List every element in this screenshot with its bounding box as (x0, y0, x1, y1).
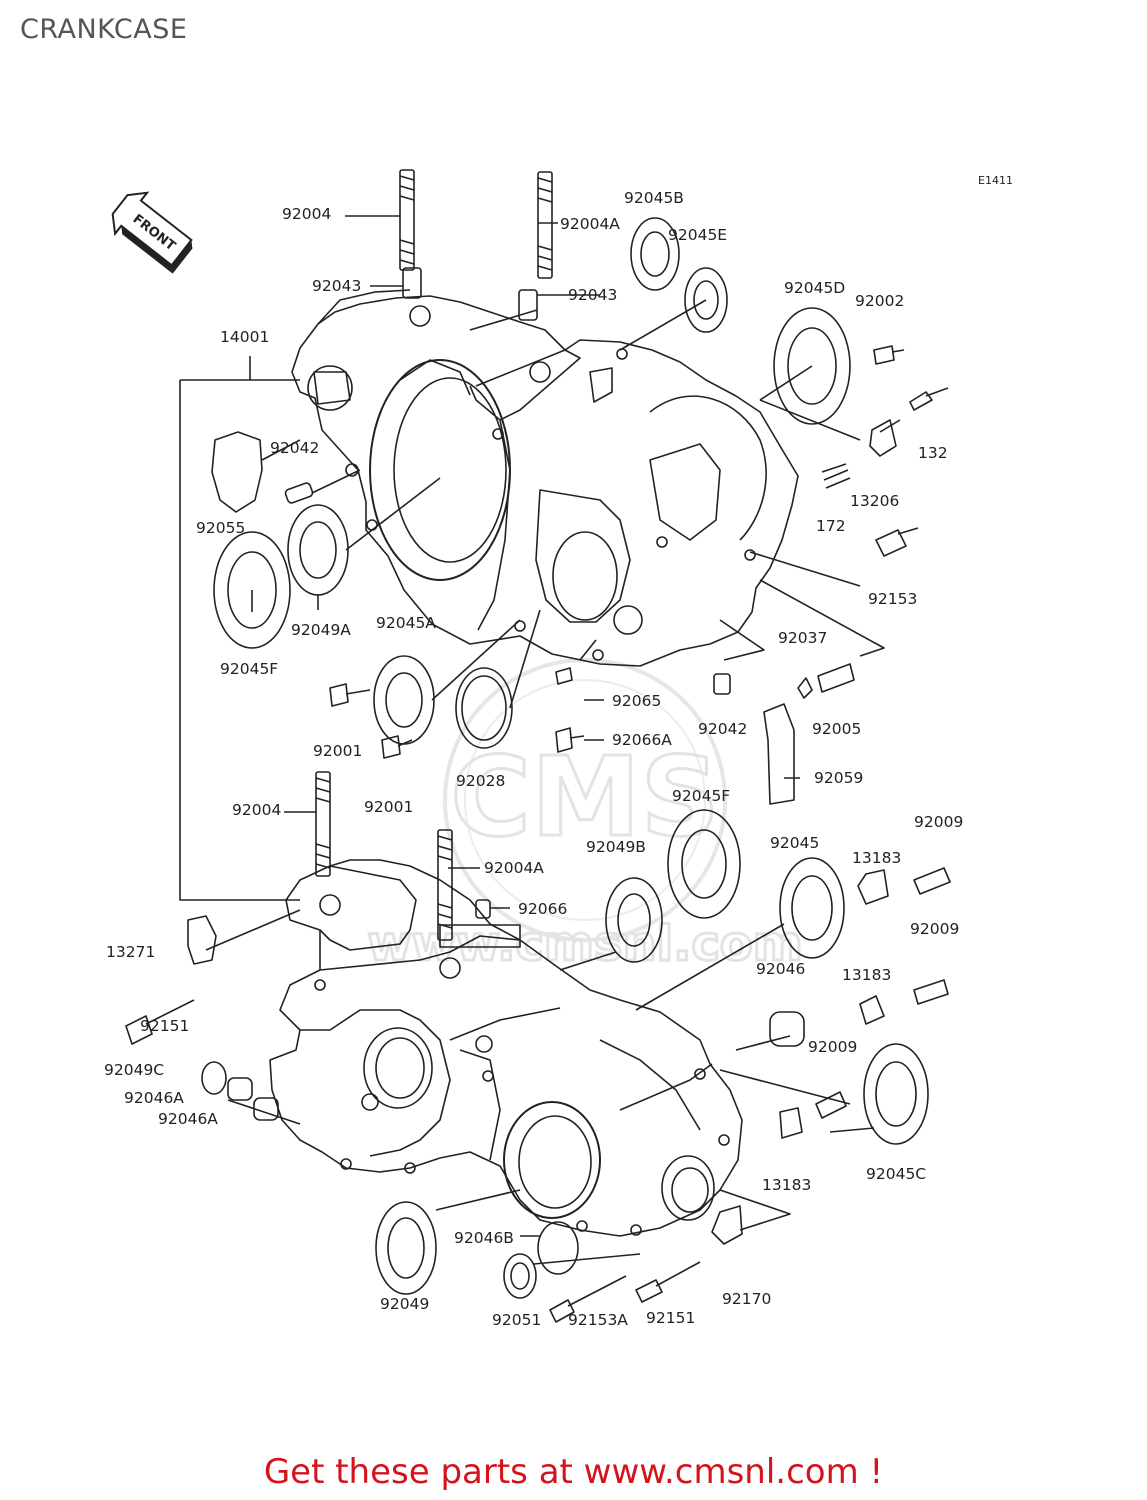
part-label: 92004 (282, 205, 331, 223)
watermark-logo: CMS (450, 733, 719, 861)
part-label: 92043 (568, 286, 617, 304)
part-label: 13183 (842, 966, 891, 984)
part-label: 92005 (812, 720, 861, 738)
part-label: 13206 (850, 492, 899, 510)
part-label: 92051 (492, 1311, 541, 1329)
part-label: 92043 (312, 277, 361, 295)
part-label: 92042 (698, 720, 747, 738)
part-label: 92151 (646, 1309, 695, 1327)
part-label: 92049C (104, 1061, 164, 1079)
footer-cta-link[interactable]: Get these parts at www.cmsnl.com ! (263, 1452, 884, 1492)
part-label: 92045B (624, 189, 684, 207)
part-label: 13183 (762, 1176, 811, 1194)
part-label: 92170 (722, 1290, 771, 1308)
crankcase-diagram: CMS www.cmsnl.com FRONT E1411 (104, 169, 1013, 1329)
part-label: 92153A (568, 1311, 628, 1329)
part-label: 92009 (910, 920, 959, 938)
part-label: 92055 (196, 519, 245, 537)
part-label: 92066 (518, 900, 567, 918)
part-label: 92065 (612, 692, 661, 710)
part-label: 13183 (852, 849, 901, 867)
part-label: 92151 (140, 1017, 189, 1035)
part-label: 14001 (220, 328, 269, 346)
part-label: 92028 (456, 772, 505, 790)
part-label: 92002 (855, 292, 904, 310)
part-label: 92045E (668, 226, 727, 244)
part-label: 92001 (313, 742, 362, 760)
part-label: 92037 (778, 629, 827, 647)
part-label: 92045 (770, 834, 819, 852)
part-label: 92045A (376, 614, 436, 632)
part-label: 92059 (814, 769, 863, 787)
part-labels: 92004 92004A 92045B 92045E 92043 92043 1… (104, 189, 963, 1329)
part-label: 92001 (364, 798, 413, 816)
part-label: 92045C (866, 1165, 926, 1183)
part-label: 13271 (106, 943, 155, 961)
part-label: 172 (816, 517, 846, 535)
part-label: 92046 (756, 960, 805, 978)
front-arrow-icon: FRONT (111, 191, 193, 274)
watermark-url: www.cmsnl.com (367, 916, 803, 972)
part-label: 92049A (291, 621, 351, 639)
part-label: 92009 (914, 813, 963, 831)
part-label: 92049B (586, 838, 646, 856)
page-title: CRANKCASE (20, 14, 188, 45)
part-label: 92042 (270, 439, 319, 457)
part-label: 92004A (560, 215, 620, 233)
part-label: 92009 (808, 1038, 857, 1056)
part-label: 92004A (484, 859, 544, 877)
diagram-linework (125, 169, 951, 1323)
part-label: 92046B (454, 1229, 514, 1247)
part-label: 92004 (232, 801, 281, 819)
part-label: 92046A (158, 1110, 218, 1128)
part-label: 92049 (380, 1295, 429, 1313)
diagram-code: E1411 (978, 174, 1013, 187)
part-label: 92046A (124, 1089, 184, 1107)
part-label: 92045F (672, 787, 730, 805)
part-label: 132 (918, 444, 948, 462)
watermark: CMS www.cmsnl.com (366, 658, 804, 974)
part-label: 92153 (868, 590, 917, 608)
part-label: 92066A (612, 731, 672, 749)
part-label: 92045F (220, 660, 278, 678)
part-label: 92045D (784, 279, 845, 297)
